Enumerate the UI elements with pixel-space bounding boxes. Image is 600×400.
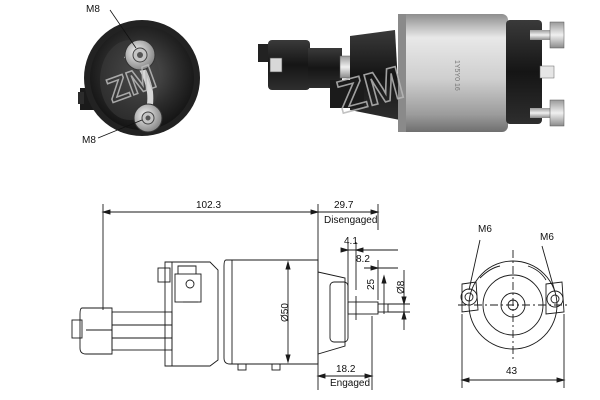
label-disengaged: Disengaged xyxy=(324,215,378,226)
dim-body-diameter: Ø50 xyxy=(280,303,291,322)
dim-plunger-length: 8.2 xyxy=(356,254,370,265)
drawing-side-view: 102.3 29.7 Disengaged 4.1 8.2 25 Ø8 Ø50 … xyxy=(0,190,440,400)
side-view-linework xyxy=(71,204,410,390)
end-view-left-thread-label: M6 xyxy=(478,224,492,235)
dim-plunger-extent: 25 xyxy=(366,278,377,290)
label-engaged: Engaged xyxy=(330,378,371,389)
dim-plunger-diameter: Ø8 xyxy=(396,280,407,294)
photo-end-view: ZM M8 M8 xyxy=(70,0,220,160)
drawing-end-view: M6 M6 43 xyxy=(440,210,600,400)
dim-disengaged-travel: 29.7 xyxy=(334,200,354,211)
svg-text:1Y5Y0 16: 1Y5Y0 16 xyxy=(453,60,460,91)
solenoid-end-photo: ZM xyxy=(78,9,200,139)
end-photo-bottom-thread-label: M8 xyxy=(82,135,96,146)
end-view-linework xyxy=(458,239,570,388)
end-view-right-thread-label: M6 xyxy=(540,232,554,243)
photo-side-view: 1Y5Y0 16 ZM xyxy=(250,0,580,150)
end-photo-top-thread-label: M8 xyxy=(86,4,100,15)
dim-end-width: 43 xyxy=(506,366,518,377)
dim-overall-length: 102.3 xyxy=(196,200,222,211)
dim-engaged-travel: 18.2 xyxy=(336,364,356,375)
solenoid-side-photo: 1Y5Y0 16 ZM xyxy=(258,14,565,132)
dim-plunger-offset: 4.1 xyxy=(344,236,358,247)
